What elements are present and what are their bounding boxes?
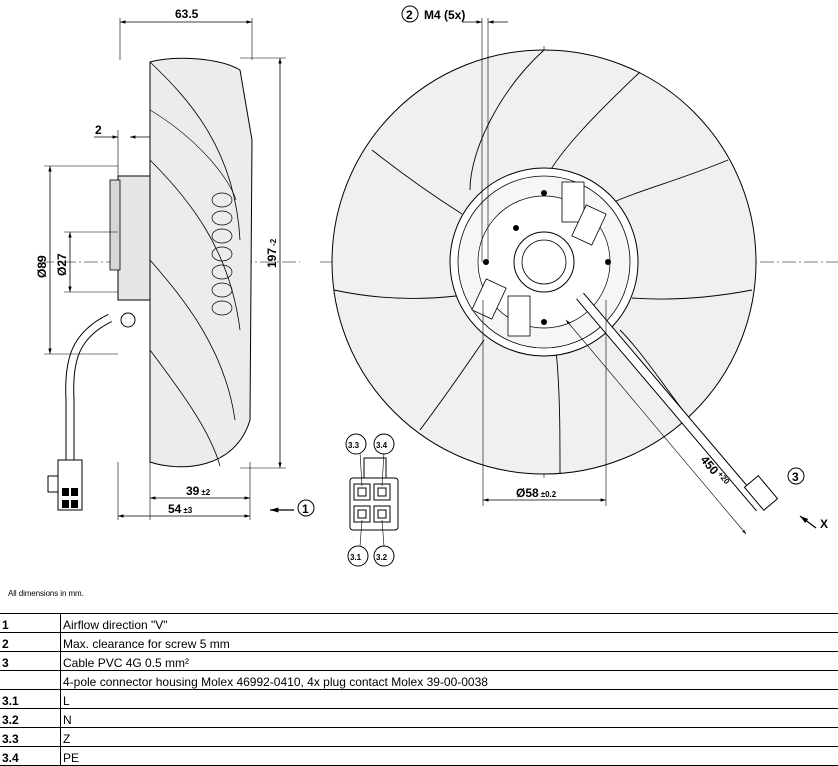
technical-drawing: 63.5 2 Ø89 Ø27 197-2 39±2 54±3 1	[35, 5, 838, 567]
axis-x: X	[820, 517, 828, 531]
legend-description: N	[60, 708, 838, 728]
callout-3-4: 3.4	[376, 441, 388, 450]
dim-63-5: 63.5	[175, 7, 199, 21]
dim-27: Ø27	[55, 253, 69, 276]
dim-39: 39±2	[186, 484, 211, 498]
dim-197: 197-2	[265, 238, 279, 268]
legend-number: 1	[0, 613, 61, 633]
callout-3-1: 3.1	[350, 553, 362, 562]
dim-m4: M4 (5x)	[424, 8, 465, 22]
callout-3-2: 3.2	[376, 553, 388, 562]
legend-description: Z	[60, 727, 838, 747]
legend-number	[0, 670, 61, 690]
dim-89: Ø89	[35, 255, 49, 278]
legend-number: 3	[0, 651, 61, 671]
legend-number: 3.4	[0, 746, 61, 766]
dim-54: 54±3	[168, 502, 193, 516]
legend-number: 2	[0, 632, 61, 652]
legend-description: L	[60, 689, 838, 709]
callout-3-3: 3.3	[348, 441, 360, 450]
callout-1: 1	[302, 502, 309, 516]
legend-description: 4-pole connector housing Molex 46992-041…	[60, 670, 838, 690]
connector-detail: 3.3 3.4 3.1 3.2	[345, 433, 399, 567]
callout-3: 3	[792, 470, 799, 484]
legend-number: 3.2	[0, 708, 61, 728]
side-view: 63.5 2 Ø89 Ø27 197-2 39±2 54±3 1	[35, 7, 315, 520]
legend-description: Airflow direction "V"	[60, 613, 838, 633]
legend-description: Max. clearance for screw 5 mm	[60, 632, 838, 652]
front-view: X 3 450+20 2 M4 (5x) Ø58±0.2	[320, 5, 838, 535]
callout-2: 2	[406, 8, 413, 22]
legend-row: 4-pole connector housing Molex 46992-041…	[0, 670, 838, 690]
legend-description: PE	[60, 746, 838, 766]
legend-number: 3.3	[0, 727, 61, 747]
legend-description: Cable PVC 4G 0.5 mm²	[60, 651, 838, 671]
legend-number: 3.1	[0, 689, 61, 709]
units-note: All dimensions in mm.	[8, 589, 84, 598]
dim-58: Ø58±0.2	[516, 486, 557, 500]
dim-2: 2	[95, 123, 102, 137]
